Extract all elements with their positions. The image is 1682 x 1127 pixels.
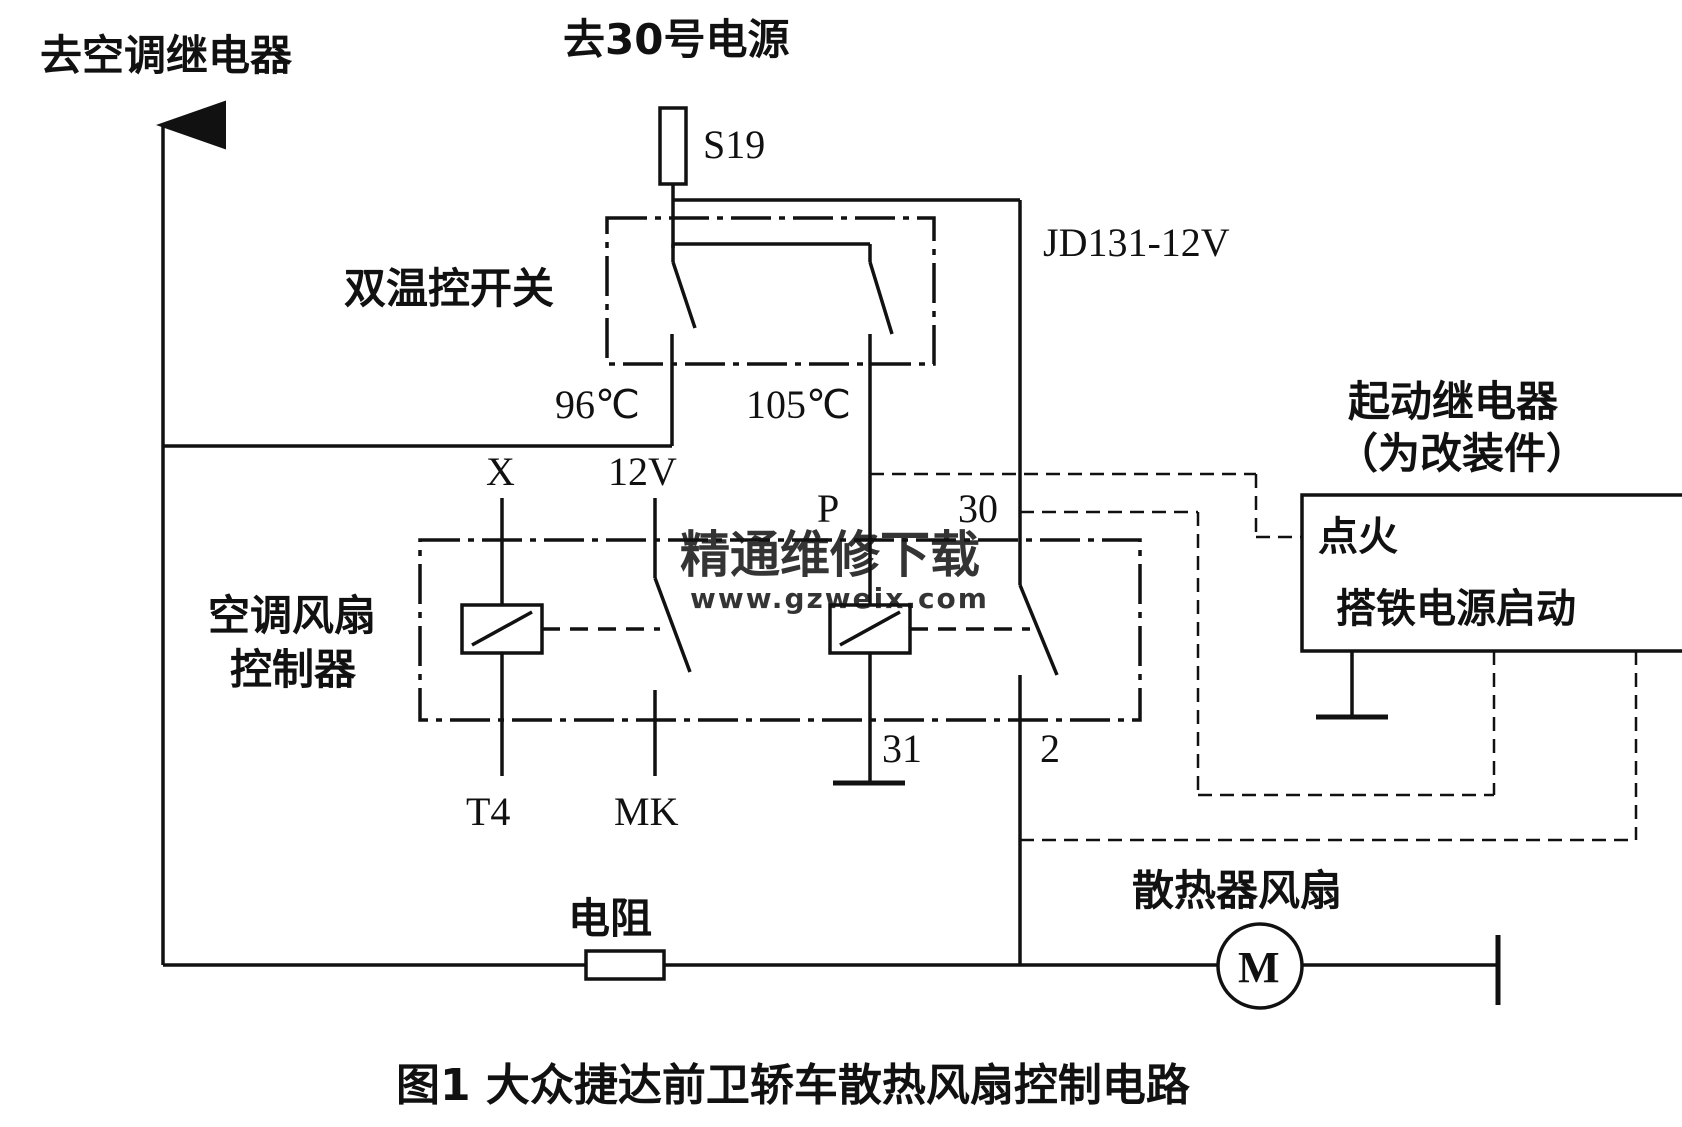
label-ac-fan-controller-2: 控制器 <box>230 645 357 694</box>
ac-fan-controller-housing <box>418 538 1142 722</box>
label-pin-t4: T4 <box>466 789 510 834</box>
label-pin-12v: 12V <box>608 449 677 494</box>
figure-caption: 图1 大众捷达前卫轿车散热风扇控制电路 <box>396 1060 1191 1111</box>
label-ignition: 点火 <box>1318 514 1398 560</box>
relay-2-contact <box>1018 584 1059 676</box>
label-ac-fan-controller-1: 空调风扇 <box>208 591 376 640</box>
label-pin-30: 30 <box>958 486 998 531</box>
retrofit-wiring <box>870 472 1638 842</box>
label-temp-105: 105℃ <box>746 382 851 427</box>
label-pin-31: 31 <box>882 726 922 771</box>
relay-1-contact <box>653 577 692 673</box>
label-fuse-s19: S19 <box>703 122 765 167</box>
watermark-text: 精通维修下载 <box>680 526 980 584</box>
label-radiator-fan: 散热器风扇 <box>1132 866 1342 915</box>
switch-96-blade <box>671 261 697 329</box>
label-pin-p: P <box>817 486 839 531</box>
resistor <box>584 949 666 981</box>
label-to-power-30: 去30号电源 <box>563 15 789 64</box>
fuse-s19 <box>658 106 688 186</box>
label-temp-96: 96℃ <box>555 382 640 427</box>
label-to-ac-relay: 去空调继电器 <box>40 31 293 80</box>
label-ground-power-start: 搭铁电源启动 <box>1336 586 1576 632</box>
relay-coil-2-slash <box>839 610 901 647</box>
label-motor: M <box>1238 943 1280 992</box>
label-start-relay: 起动继电器 <box>1348 377 1559 426</box>
label-dual-temp-switch: 双温控开关 <box>344 264 554 313</box>
label-pin-x: X <box>486 449 515 494</box>
switch-105-blade <box>868 261 894 335</box>
relay-coil-1-slash <box>471 610 533 647</box>
label-pin-2: 2 <box>1040 726 1060 771</box>
label-start-relay-note: （为改装件） <box>1336 429 1588 478</box>
label-pin-mk: MK <box>614 789 679 834</box>
label-relay-model: JD131-12V <box>1043 220 1230 265</box>
dual-temp-switch-housing <box>605 216 936 366</box>
watermark-url: www.gzweix.com <box>690 582 989 615</box>
wiring <box>156 100 1682 1010</box>
label-resistor: 电阻 <box>568 894 652 943</box>
